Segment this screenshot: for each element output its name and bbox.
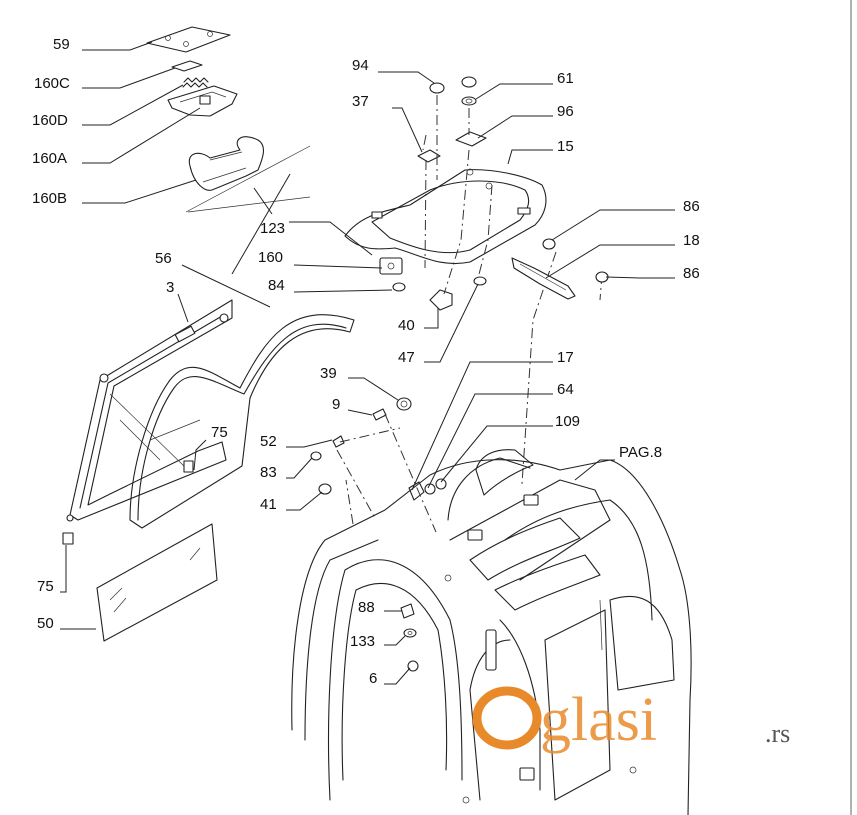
callout-88: 88: [358, 599, 375, 616]
callout-75-lower: 75: [37, 578, 54, 595]
part-56-seal: [129, 314, 355, 529]
callout-83: 83: [260, 464, 277, 481]
part-9-pin: [372, 408, 387, 421]
callout-17: 17: [557, 349, 574, 366]
part-160C-pad: [171, 60, 203, 72]
callout-labels: 59 160C 160D 160A 160B 123 56 3 160 84 9…: [32, 36, 700, 687]
part-160A-latch: [167, 85, 238, 117]
part-94-nut: [429, 76, 477, 94]
part-39-knob: [396, 397, 412, 411]
part-109-nut: [435, 478, 447, 490]
part-123-bracket-lines: [185, 145, 311, 213]
part-75-block-upper: [183, 460, 194, 473]
callout-96: 96: [557, 103, 574, 120]
callout-56: 56: [155, 250, 172, 267]
watermark-logo: glasi .rs: [472, 686, 790, 754]
callout-123: 123: [260, 220, 285, 237]
part-83-cap: [310, 451, 322, 461]
callout-160D: 160D: [32, 112, 68, 129]
callout-15: 15: [557, 138, 574, 155]
callout-40: 40: [398, 317, 415, 334]
part-88-bolt: [400, 603, 415, 619]
callout-3: 3: [166, 279, 174, 296]
part-160B-handle: [188, 136, 264, 191]
assembly-axis-lines: [422, 95, 603, 485]
part-75-block-lower: [62, 532, 74, 545]
part-84-washer: [392, 282, 406, 292]
callout-75-upper: 75: [211, 424, 228, 441]
part-52-stud: [332, 435, 345, 448]
callout-47: 47: [398, 349, 415, 366]
part-50-glass-pane: [96, 523, 218, 642]
part-61-washer: [461, 96, 477, 106]
callout-133: 133: [350, 633, 375, 650]
callout-50: 50: [37, 615, 54, 632]
callout-37: 37: [352, 93, 369, 110]
part-133-washer: [403, 628, 417, 638]
part-160-latch-small: [379, 257, 403, 275]
callout-6: 6: [369, 670, 377, 687]
callout-160: 160: [258, 249, 283, 266]
part-17-bracket: [408, 481, 425, 501]
callout-109: 109: [555, 413, 580, 430]
leader-lines: [60, 41, 675, 685]
callout-9: 9: [332, 396, 340, 413]
part-18-gas-strut: [511, 257, 576, 300]
callout-18: 18: [683, 232, 700, 249]
watermark-o-ring: [472, 686, 542, 750]
watermark-suffix: .rs: [765, 719, 790, 748]
callout-160C: 160C: [34, 75, 70, 92]
part-64-washer: [424, 483, 436, 495]
part-41-plug: [318, 483, 332, 495]
part-86-washer-a: [542, 238, 556, 250]
callout-59: 59: [53, 36, 70, 53]
callout-61: 61: [557, 70, 574, 87]
cab-body: [291, 449, 692, 815]
callout-52: 52: [260, 433, 277, 450]
callout-41: 41: [260, 496, 277, 513]
callout-PAG8: PAG.8: [619, 444, 662, 461]
part-15-roof-hatch: [344, 168, 547, 265]
callout-84: 84: [268, 277, 285, 294]
watermark-brand: glasi: [540, 686, 657, 754]
part-59-plate: [146, 26, 231, 53]
callout-160A: 160A: [32, 150, 67, 167]
part-96-pad: [455, 131, 487, 147]
callout-86-lower: 86: [683, 265, 700, 282]
part-3-door-frame: [66, 299, 233, 522]
callout-94: 94: [352, 57, 369, 74]
part-160D-spring: [182, 77, 209, 88]
callout-86-upper: 86: [683, 198, 700, 215]
callout-39: 39: [320, 365, 337, 382]
part-37-clip: [417, 149, 441, 163]
part-6-nut: [407, 660, 419, 672]
assembly-axis-lines-lower: [336, 413, 437, 533]
part-47-bolt: [473, 276, 487, 286]
part-40-bracket: [429, 289, 453, 311]
callout-64: 64: [557, 381, 574, 398]
callout-160B: 160B: [32, 190, 67, 207]
